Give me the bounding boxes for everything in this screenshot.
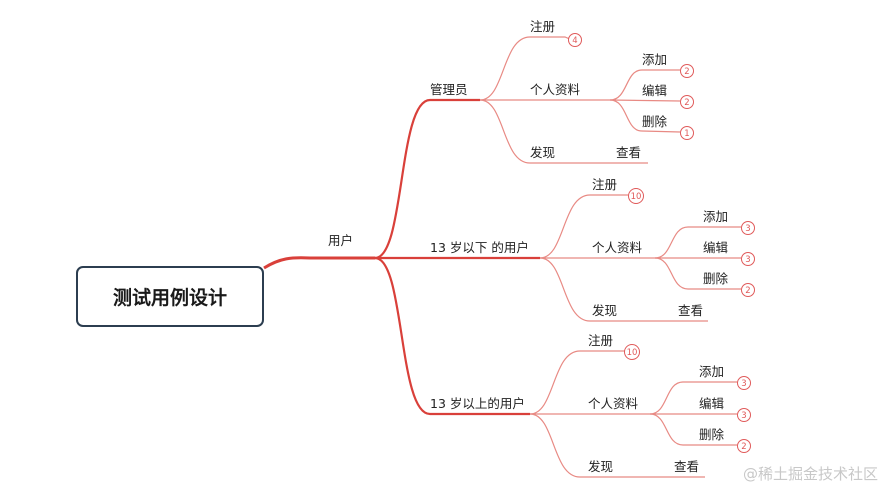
- admin-edit-count-badge: 2: [680, 95, 694, 109]
- node-under13-view[interactable]: 查看: [678, 303, 703, 318]
- node-admin-edit[interactable]: 编辑: [642, 83, 667, 98]
- node-admin-register[interactable]: 注册: [530, 19, 555, 34]
- svg-text:4: 4: [572, 36, 577, 46]
- connectors: [263, 36, 741, 478]
- admin-register-count-badge: 4: [568, 33, 582, 47]
- node-admin-profile[interactable]: 个人资料: [530, 82, 581, 97]
- svg-text:2: 2: [745, 286, 750, 296]
- node-under13-register[interactable]: 注册: [592, 177, 617, 192]
- svg-text:3: 3: [741, 411, 746, 421]
- node-under13-edit[interactable]: 编辑: [703, 240, 728, 255]
- admin-delete-count-badge: 1: [680, 126, 694, 140]
- node-under13-delete[interactable]: 删除: [703, 271, 729, 286]
- node-under13-add[interactable]: 添加: [703, 209, 728, 224]
- root-label: 测试用例设计: [113, 286, 227, 309]
- node-over13-add[interactable]: 添加: [699, 364, 724, 379]
- svg-text:10: 10: [627, 348, 638, 358]
- node-group-over13[interactable]: 13 岁以上的用户: [430, 396, 525, 411]
- svg-text:2: 2: [741, 442, 746, 452]
- svg-text:2: 2: [684, 98, 689, 108]
- under13-register-count-badge: 10: [628, 188, 644, 204]
- node-over13-edit[interactable]: 编辑: [699, 396, 724, 411]
- node-yonghu[interactable]: 用户: [328, 233, 353, 248]
- svg-text:3: 3: [745, 224, 750, 234]
- svg-text:3: 3: [741, 379, 746, 389]
- node-group-under13[interactable]: 13 岁以下 的用户: [430, 240, 529, 255]
- under13-delete-count-badge: 2: [741, 283, 755, 297]
- svg-text:2: 2: [684, 67, 689, 77]
- svg-text:3: 3: [745, 255, 750, 265]
- node-over13-register[interactable]: 注册: [588, 333, 613, 348]
- node-admin-add[interactable]: 添加: [642, 52, 667, 67]
- node-admin-view[interactable]: 查看: [616, 145, 641, 160]
- over13-register-count-badge: 10: [624, 344, 640, 360]
- under13-add-count-badge: 3: [741, 221, 755, 235]
- over13-delete-count-badge: 2: [737, 439, 751, 453]
- root-node[interactable]: 测试用例设计: [76, 266, 264, 327]
- node-over13-profile[interactable]: 个人资料: [588, 396, 639, 411]
- node-under13-discover[interactable]: 发现: [592, 303, 617, 318]
- node-admin-discover[interactable]: 发现: [530, 145, 555, 160]
- node-admin-delete[interactable]: 删除: [642, 114, 668, 129]
- node-over13-discover[interactable]: 发现: [588, 459, 613, 474]
- over13-edit-count-badge: 3: [737, 408, 751, 422]
- node-under13-profile[interactable]: 个人资料: [592, 240, 643, 255]
- admin-add-count-badge: 2: [680, 64, 694, 78]
- svg-text:10: 10: [631, 192, 642, 202]
- under13-edit-count-badge: 3: [741, 252, 755, 266]
- watermark: @稀土掘金技术社区: [742, 465, 878, 483]
- node-over13-view[interactable]: 查看: [674, 459, 699, 474]
- svg-text:1: 1: [684, 129, 689, 139]
- over13-add-count-badge: 3: [737, 376, 751, 390]
- node-group-admin[interactable]: 管理员: [430, 82, 468, 97]
- node-over13-delete[interactable]: 删除: [699, 427, 725, 442]
